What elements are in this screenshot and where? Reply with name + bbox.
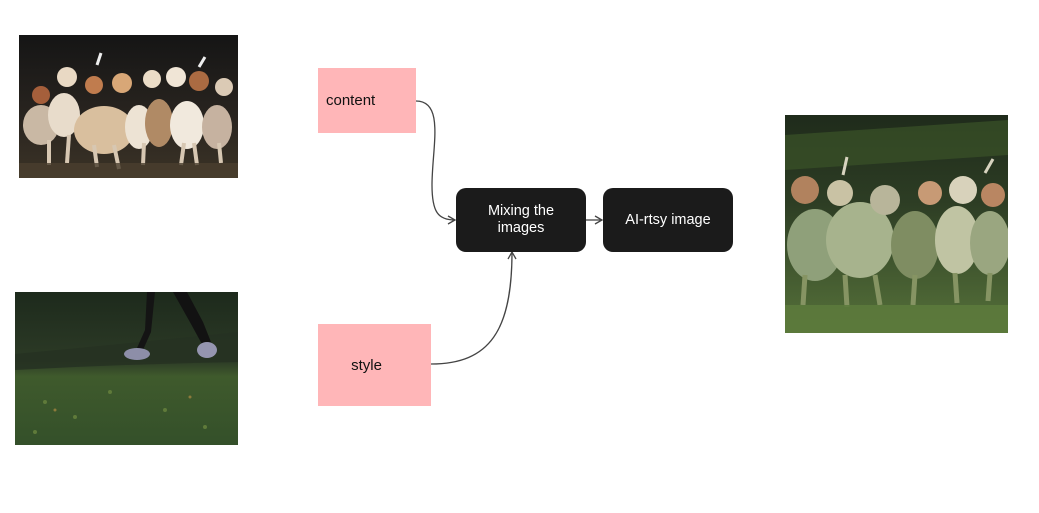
- result-photo: [785, 115, 1008, 333]
- edge-style-to-mix: [430, 250, 517, 365]
- output-node-label: AI-rtsy image: [625, 211, 711, 228]
- mix-node: Mixing the images: [456, 188, 586, 252]
- style-node-label: style: [351, 356, 382, 374]
- mix-node-label: Mixing the images: [487, 203, 555, 236]
- content-photo: [19, 35, 238, 178]
- output-node: AI-rtsy image: [603, 188, 733, 252]
- content-node: content: [318, 68, 416, 133]
- content-node-label: content: [326, 92, 376, 109]
- edge-content-to-mix: [415, 100, 457, 225]
- style-photo: [15, 292, 238, 445]
- style-node: style: [318, 324, 431, 406]
